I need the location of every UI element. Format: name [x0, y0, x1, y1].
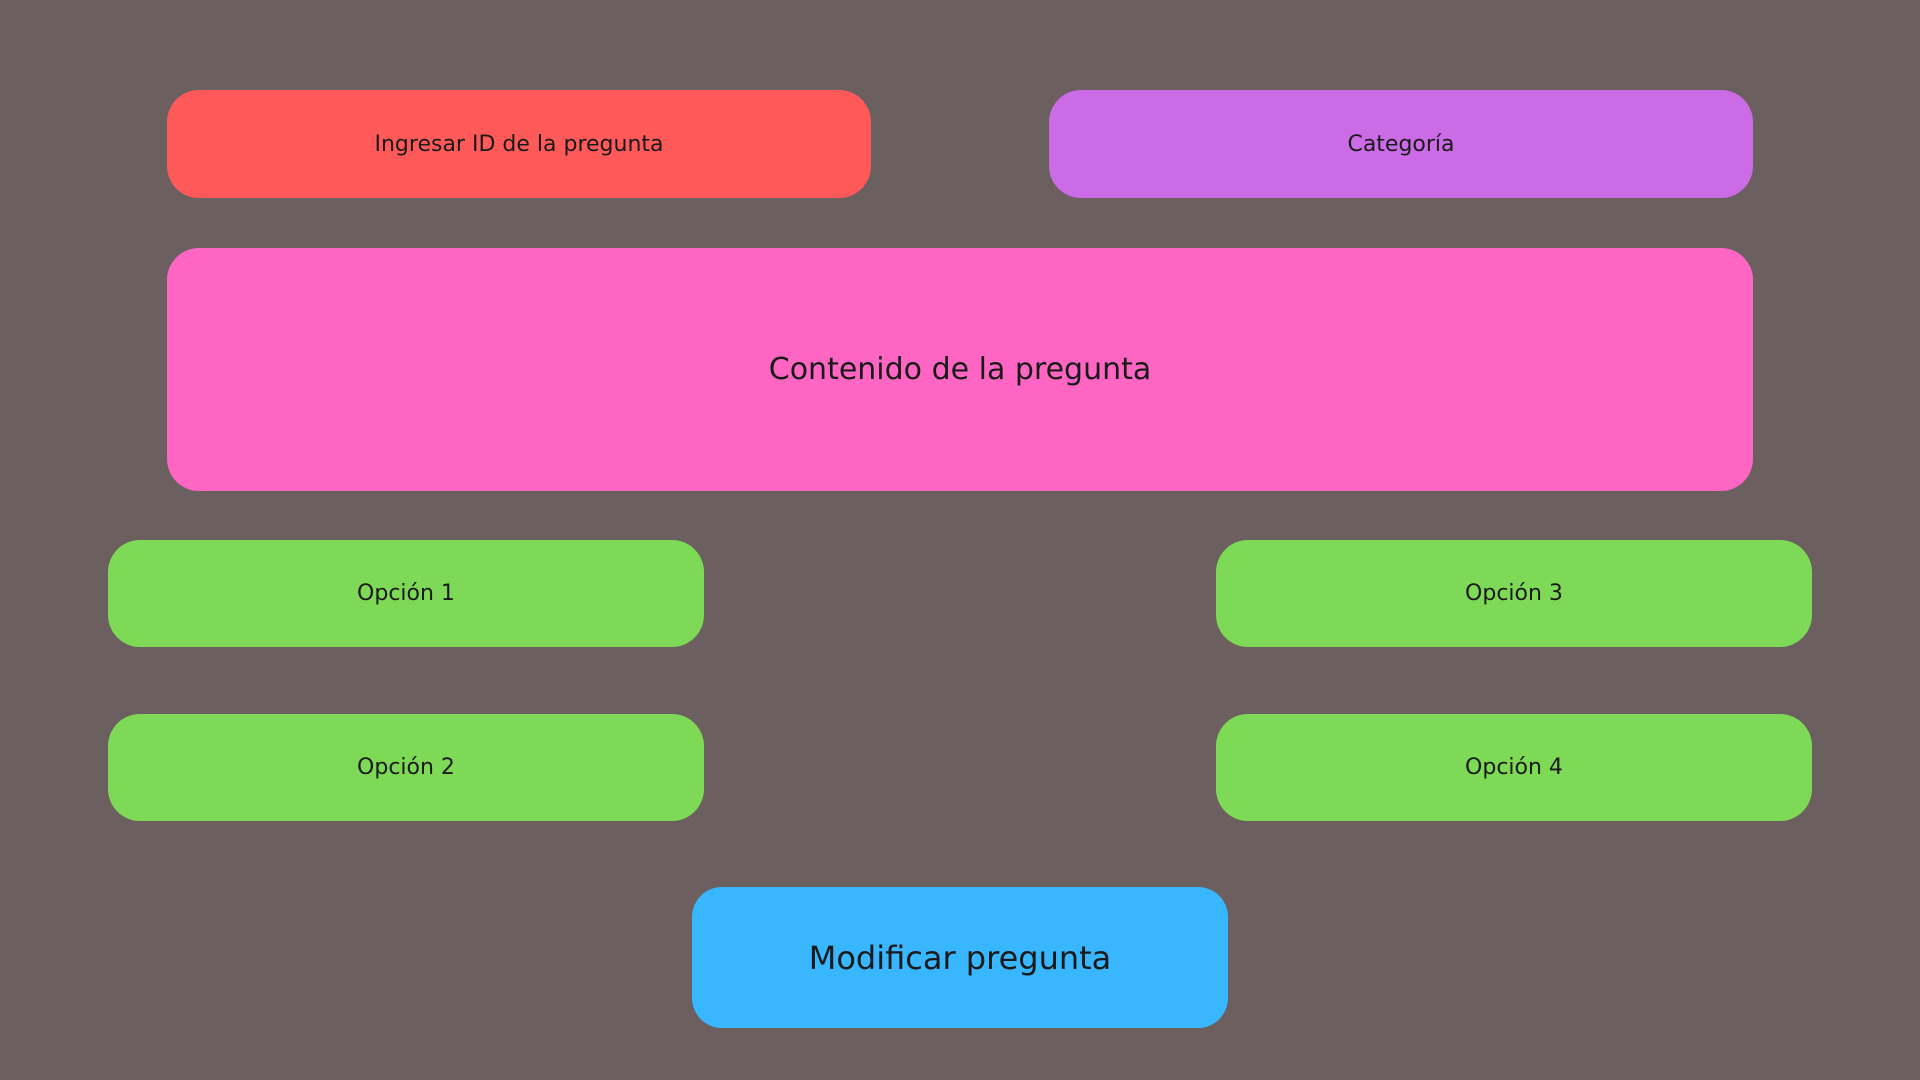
modify-question-label: Modificar pregunta — [808, 938, 1112, 977]
option-3-input[interactable]: Opción 3 — [1216, 540, 1812, 647]
option-1-placeholder: Opción 1 — [357, 581, 455, 606]
option-4-placeholder: Opción 4 — [1465, 755, 1563, 780]
option-2-placeholder: Opción 2 — [357, 755, 455, 780]
question-content-placeholder: Contenido de la pregunta — [768, 352, 1152, 387]
question-id-input[interactable]: Ingresar ID de la pregunta — [167, 90, 871, 198]
option-1-input[interactable]: Opción 1 — [108, 540, 704, 647]
option-2-input[interactable]: Opción 2 — [108, 714, 704, 821]
question-id-placeholder: Ingresar ID de la pregunta — [374, 131, 664, 157]
modify-question-button[interactable]: Modificar pregunta — [692, 887, 1228, 1028]
option-3-placeholder: Opción 3 — [1465, 581, 1563, 606]
question-content-input[interactable]: Contenido de la pregunta — [167, 248, 1753, 491]
option-4-input[interactable]: Opción 4 — [1216, 714, 1812, 821]
category-placeholder: Categoría — [1347, 131, 1455, 157]
category-select[interactable]: Categoría — [1049, 90, 1753, 198]
